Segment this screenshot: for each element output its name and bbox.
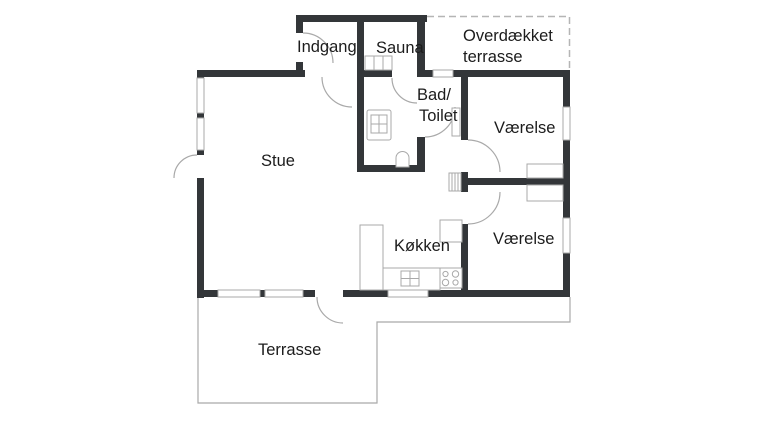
stove-burner [442, 270, 449, 278]
window-south-1 [217, 289, 261, 298]
bathroom-sink-cross [371, 115, 387, 133]
label-koekken: Køkken [394, 237, 450, 255]
stove [439, 267, 463, 289]
wall-central-divider [461, 178, 563, 185]
sauna-bench [364, 55, 393, 71]
kitchen-sink-divider [401, 271, 419, 286]
label-bad: Bad/ [417, 86, 451, 104]
door-arc-sauna [391, 77, 418, 104]
terrace-outline [197, 297, 571, 404]
label-covered-terrace-line1: Overdækket [463, 27, 553, 45]
walls [197, 15, 570, 298]
wall-south-d [428, 290, 570, 297]
wall-south-c [343, 290, 388, 297]
label-terrasse: Terrasse [258, 341, 321, 359]
wall-bath-south [357, 165, 425, 172]
wall-south-mullion [260, 290, 265, 297]
wall-west-mullion [197, 113, 204, 118]
room-labels: Indgang Sauna Overdækket terrasse Bad/ T… [258, 27, 555, 359]
wall-north-east-run [453, 70, 570, 77]
stove-burner [451, 270, 460, 278]
window-west-upper [196, 77, 205, 114]
toilet [395, 151, 410, 168]
door-arc-room1 [467, 139, 501, 173]
door-arc-west-exit [173, 154, 198, 179]
window-south-2 [264, 289, 304, 298]
wall-bath-east [417, 137, 425, 172]
window-east-room1 [562, 106, 571, 141]
label-stue: Stue [261, 152, 295, 170]
door-arc-terrace [316, 296, 344, 324]
wall-east-a [563, 70, 570, 107]
wall-entry-west-upper [296, 15, 303, 33]
label-covered-terrace-line2: terrasse [463, 48, 523, 66]
wall-west-c [197, 178, 204, 298]
window-east-room2 [562, 217, 571, 254]
label-indgang: Indgang [297, 38, 357, 56]
window-west-lower [196, 117, 205, 151]
wall-hall-north-west [417, 70, 433, 77]
label-vaerelse-1: Værelse [494, 119, 555, 137]
wall-south-a [197, 290, 218, 297]
wall-entry-west-lower [296, 62, 303, 77]
stove-burner [452, 279, 459, 286]
label-vaerelse-2: Værelse [493, 230, 554, 248]
fixtures [359, 55, 564, 291]
door-arc-front-entrance [302, 32, 334, 64]
wardrobe-room1 [526, 163, 564, 179]
window-hall-north [432, 69, 454, 78]
wall-sauna-east [417, 15, 425, 77]
kitchen-cabinet [439, 219, 463, 243]
flue-hatching [451, 173, 459, 191]
door-arc-indgang-stue [321, 76, 353, 108]
label-toilet: Toilet [419, 107, 458, 125]
covered-terrace-dashed-boundary [427, 15, 571, 70]
wall-sauna-south [357, 70, 392, 77]
wall-room2-west [461, 224, 468, 290]
kitchen-counter-left [359, 224, 384, 291]
wall-east-b [563, 140, 570, 218]
wall-divider-vertical [357, 15, 364, 172]
windows [196, 69, 571, 298]
wall-south-b [303, 290, 315, 297]
wall-room1-west [461, 77, 468, 140]
window-kitchen [387, 289, 429, 298]
wardrobe-room2 [526, 184, 564, 202]
sauna-bench-slats [373, 56, 384, 70]
radiator [451, 107, 461, 137]
wall-west-a [197, 70, 204, 78]
wall-west-b [197, 150, 204, 155]
door-arcs [173, 32, 501, 324]
wall-east-c [563, 253, 570, 297]
wall-stue-north [197, 70, 305, 77]
label-sauna: Sauna [376, 39, 425, 57]
door-arc-room2 [467, 191, 501, 225]
stove-burner [441, 278, 450, 287]
